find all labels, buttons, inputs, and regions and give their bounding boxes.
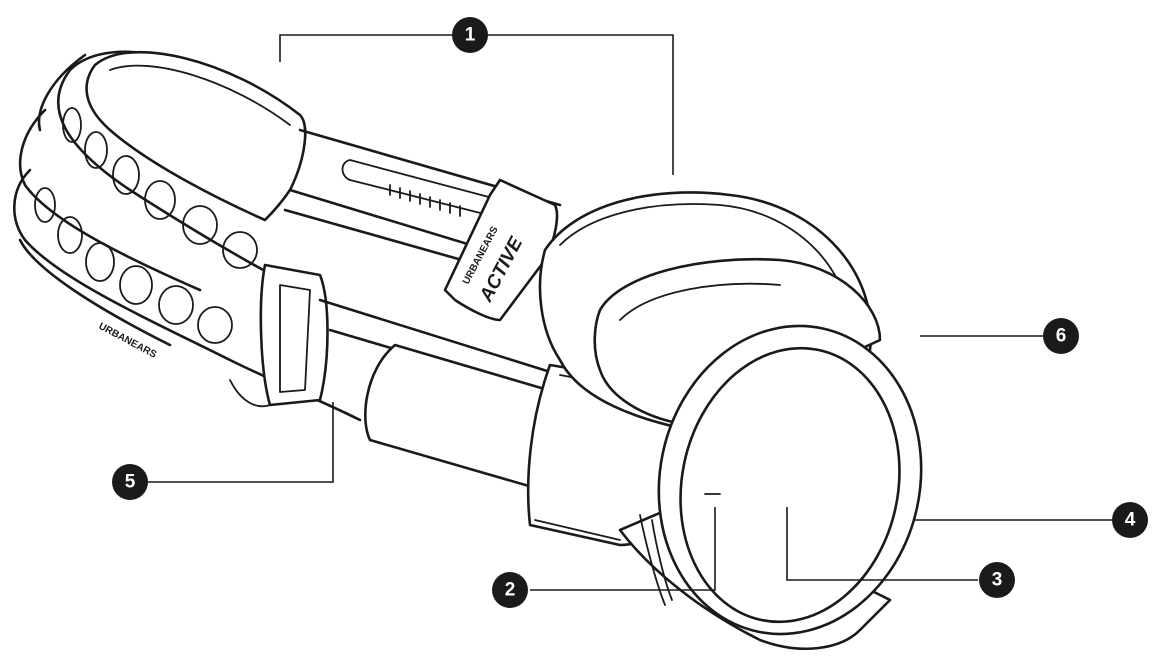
callout-3-label: 3	[992, 570, 1003, 591]
headband-cushion	[85, 50, 307, 222]
callout-5-label: 5	[125, 472, 136, 493]
callout-6-label: 6	[1056, 326, 1067, 347]
callout-2: 2	[492, 572, 528, 608]
control-panel	[679, 346, 901, 624]
slider-block	[443, 178, 559, 322]
headband-clip	[259, 263, 329, 407]
callout-3: 3	[979, 562, 1015, 598]
callout-1-label: 1	[465, 25, 476, 46]
callout-1: 1	[452, 17, 488, 53]
perforations-top	[62, 107, 258, 269]
headband-brand-text: URBANEARS	[97, 321, 159, 361]
leader-5	[148, 402, 334, 483]
headband: URBANEARS	[13, 50, 362, 422]
leader-3	[786, 507, 978, 581]
ear-cup	[538, 191, 923, 650]
callout-2-label: 2	[505, 580, 516, 601]
ear-cushion	[593, 258, 882, 427]
callout-4-label: 4	[1125, 510, 1136, 531]
leader-2	[530, 507, 716, 591]
callout-5: 5	[112, 464, 148, 500]
slider-notches	[389, 184, 461, 217]
callout-6: 6	[1043, 318, 1079, 354]
leader-1	[279, 34, 674, 175]
perforations-bottom	[34, 187, 233, 344]
callout-4: 4	[1112, 502, 1148, 538]
